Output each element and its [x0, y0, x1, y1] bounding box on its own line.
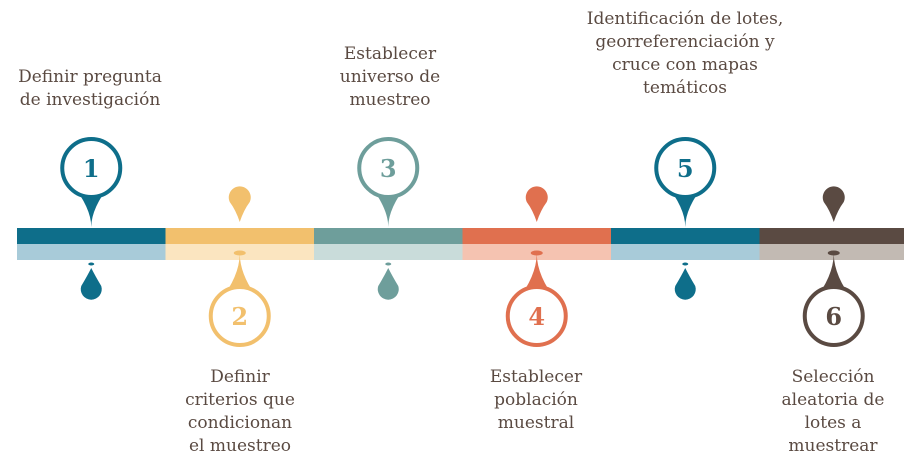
step-6-drop-icon [822, 186, 845, 222]
step-1-label: Definir pregunta de investigación [18, 67, 162, 110]
timeline-bar-dark-6 [759, 228, 904, 244]
step-6-number: 6 [825, 302, 842, 331]
step-4-drop-icon [525, 186, 548, 222]
step-5-number: 5 [677, 154, 694, 183]
step-1-marker: 1 [60, 137, 123, 300]
step-5-drop-dot [682, 262, 689, 266]
timeline-bar-light-3 [314, 244, 463, 260]
step-3-number: 3 [380, 154, 397, 183]
step-3-drop-dot [385, 262, 392, 266]
step-2-drop-icon [228, 186, 251, 222]
timeline-bar-dark-2 [165, 228, 315, 244]
step-5-pin-circle [654, 137, 717, 199]
step-4-number: 4 [528, 302, 545, 331]
timeline-bar-dark-1 [17, 228, 166, 244]
timeline-bar-dark-4 [462, 228, 612, 244]
step-4-pin-circle [505, 285, 568, 347]
step-2-marker: 2 [208, 186, 271, 347]
timeline-bar-light-5 [611, 244, 760, 260]
timeline-bar-dark-5 [611, 228, 760, 244]
step-2-number: 2 [231, 302, 248, 331]
timeline-bar-dark-3 [314, 228, 463, 244]
step-6-marker: 6 [802, 186, 865, 347]
step-6-pin-circle [802, 285, 865, 347]
step-3-marker: 3 [357, 137, 420, 300]
step-2-label: Definir criterios que condicionan el mue… [185, 367, 295, 456]
step-5-label: Identificación de lotes, georreferenciac… [586, 9, 784, 98]
step-1-pin-circle [60, 137, 123, 199]
step-1-drop-icon [80, 268, 102, 300]
step-5-marker: 5 [654, 137, 717, 300]
step-1-drop-dot [88, 262, 95, 266]
step-3-label: Establecer universo de muestreo [339, 44, 441, 110]
timeline-bar-light-1 [17, 244, 166, 260]
step-3-drop-icon [377, 268, 399, 300]
step-1-number: 1 [83, 154, 100, 183]
step-2-pin-circle [208, 285, 271, 347]
step-5-drop-icon [674, 268, 696, 300]
step-4-marker: 4 [505, 186, 568, 347]
step-6-label: Selección aleatoria de lotes a muestrear [781, 367, 885, 456]
step-3-pin-circle [357, 137, 420, 199]
step-4-label: Establecer población muestral [489, 367, 583, 433]
